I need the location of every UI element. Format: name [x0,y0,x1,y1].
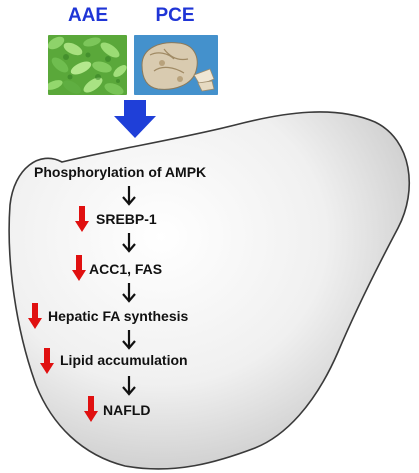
black-down-arrow-icon [122,330,136,350]
pce-herb-photo [134,35,218,95]
step-nafld: NAFLD [103,402,151,418]
herb-label-aae: AAE [67,5,109,26]
red-down-arrow-icon [75,206,89,232]
red-down-arrow-icon [84,396,98,422]
black-down-arrow-icon [122,376,136,396]
red-down-arrow-icon [28,303,42,329]
black-down-arrow-icon [122,233,136,253]
red-down-arrow-icon [40,348,54,374]
black-down-arrow-icon [122,283,136,303]
black-down-arrow-icon [122,186,136,206]
step-hepatic-fa-synthesis: Hepatic FA synthesis [48,308,189,324]
step-srebp1: SREBP-1 [96,211,157,227]
step-lipid-accumulation: Lipid accumulation [60,352,188,368]
herb-label-pce: PCE [155,5,195,26]
blue-down-arrow-icon [114,100,156,138]
step-acc1-fas: ACC1, FAS [89,261,163,277]
step-phosphorylation-ampk: Phosphorylation of AMPK [34,164,207,180]
red-down-arrow-icon [72,255,86,281]
aae-herb-photo [48,35,127,95]
